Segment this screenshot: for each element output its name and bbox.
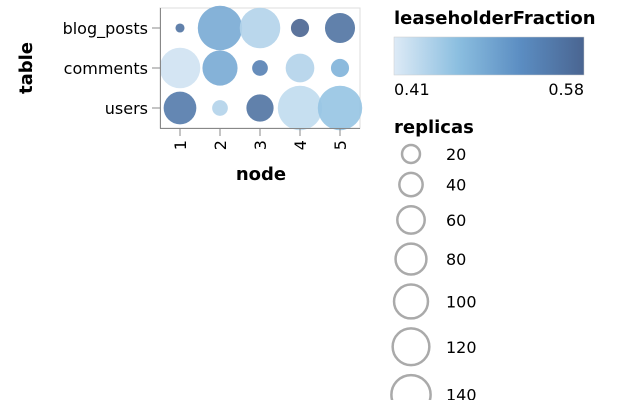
bubble-users-node-5 bbox=[317, 85, 363, 131]
size-legend-symbol-80 bbox=[394, 242, 428, 276]
plot-area: blog_posts comments users 1 2 3 4 5 node table bbox=[16, 5, 363, 185]
y-tick-label-blog_posts: blog_posts bbox=[63, 19, 148, 39]
y-tick-label-comments: comments bbox=[64, 59, 148, 78]
y-axis: blog_posts comments users bbox=[63, 8, 161, 128]
size-legend-symbol-120 bbox=[391, 327, 431, 367]
size-legend-symbol-140 bbox=[390, 373, 432, 404]
size-legend-symbol-40 bbox=[398, 171, 424, 198]
size-legend: replicas 20 40 60 80 100 120 140 bbox=[390, 117, 477, 404]
bubble-comments-node-1 bbox=[159, 47, 201, 89]
x-tick-label-2: 2 bbox=[211, 140, 230, 150]
bubble-marks bbox=[159, 5, 363, 131]
size-legend-label-60: 60 bbox=[446, 211, 466, 230]
color-legend-gradient bbox=[393, 36, 585, 76]
bubble-users-node-3 bbox=[246, 94, 274, 122]
bubble-comments-node-4 bbox=[285, 53, 315, 83]
size-legend-symbol-100 bbox=[392, 283, 430, 320]
bubble-blog_posts-node-3 bbox=[239, 7, 281, 49]
y-axis-title: table bbox=[16, 42, 37, 94]
color-legend-title: leaseholderFraction bbox=[394, 8, 596, 29]
bubble-comments-node-3 bbox=[252, 60, 268, 76]
bubble-users-node-2 bbox=[212, 100, 228, 116]
size-legend-label-40: 40 bbox=[446, 176, 466, 195]
bubble-comments-node-2 bbox=[202, 50, 238, 86]
bubble-users-node-1 bbox=[163, 91, 197, 125]
bubble-users-node-4 bbox=[277, 85, 323, 131]
x-tick-label-3: 3 bbox=[251, 140, 270, 150]
size-legend-items: 20 40 60 80 100 120 140 bbox=[390, 143, 477, 404]
bubble-blog_posts-node-1 bbox=[175, 23, 185, 33]
x-tick-label-1: 1 bbox=[171, 140, 190, 150]
y-tick-label-users: users bbox=[105, 99, 148, 118]
size-legend-label-80: 80 bbox=[446, 250, 466, 269]
x-axis-title: node bbox=[236, 164, 286, 185]
size-legend-label-20: 20 bbox=[446, 145, 466, 164]
color-legend-max-label: 0.58 bbox=[548, 80, 584, 99]
size-legend-symbol-20 bbox=[400, 143, 422, 165]
bubble-blog_posts-node-4 bbox=[290, 18, 310, 38]
bubble-comments-node-5 bbox=[330, 58, 350, 78]
color-legend: leaseholderFraction 0.41 0.58 bbox=[393, 8, 596, 99]
bubble-blog_posts-node-5 bbox=[324, 12, 356, 44]
color-legend-min-label: 0.41 bbox=[394, 80, 430, 99]
x-axis: 1 2 3 4 5 bbox=[160, 128, 360, 150]
size-legend-title: replicas bbox=[394, 117, 474, 138]
size-legend-symbol-60 bbox=[396, 204, 426, 235]
size-legend-label-100: 100 bbox=[446, 292, 477, 311]
size-legend-label-120: 120 bbox=[446, 338, 477, 357]
x-tick-label-4: 4 bbox=[291, 140, 310, 150]
size-legend-label-140: 140 bbox=[446, 386, 477, 400]
bubble-blog_posts-node-2 bbox=[197, 5, 243, 51]
x-tick-label-5: 5 bbox=[331, 140, 350, 150]
